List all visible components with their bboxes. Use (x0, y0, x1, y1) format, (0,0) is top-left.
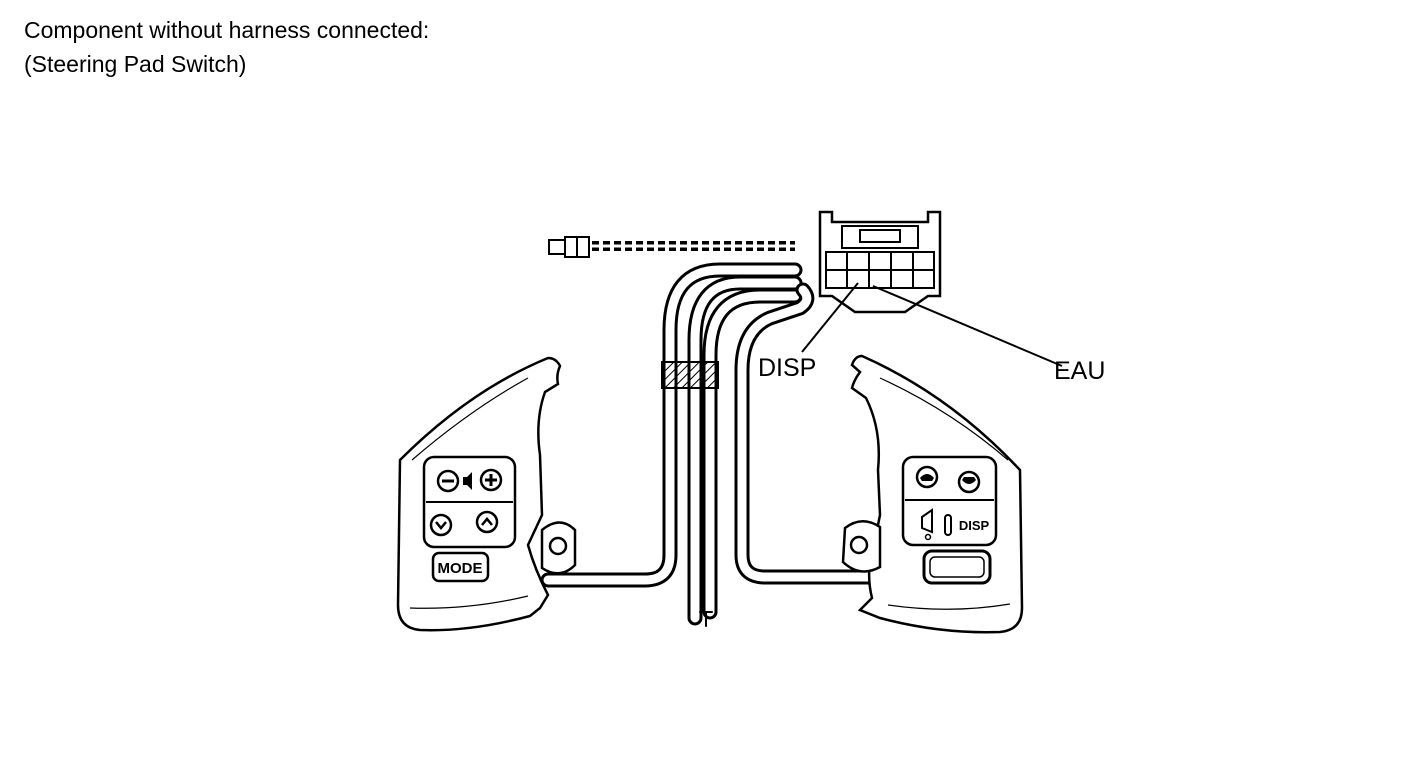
eau-callout-label: EAU (1054, 357, 1105, 385)
plus-icon[interactable] (479, 468, 503, 492)
diagram-heading: Component without harness connected: (24, 17, 430, 43)
right-steering-pad: DISP (841, 354, 1024, 634)
phone-on-icon[interactable] (915, 465, 939, 489)
chevron-down-icon[interactable] (429, 513, 453, 537)
diagram-subheading: (Steering Pad Switch) (24, 51, 247, 77)
wire-middle (702, 288, 803, 620)
left-pad-knob (548, 536, 568, 556)
antenna-cable (548, 236, 795, 258)
minus-icon[interactable] (436, 469, 460, 493)
phone-off-icon[interactable] (957, 470, 981, 494)
eau-leader-line (872, 285, 1063, 367)
disp-button-label[interactable]: DISP (959, 518, 990, 533)
connector (818, 210, 942, 314)
speaker-icon (463, 472, 472, 490)
wire-clamp (661, 361, 719, 389)
wire-ground (687, 275, 803, 626)
chevron-up-icon[interactable] (475, 510, 499, 534)
voice-icon[interactable] (921, 508, 933, 541)
right-pad-knob (849, 535, 869, 555)
wire-left-pad (540, 262, 803, 588)
disp-leader-line (801, 282, 859, 353)
left-steering-pad: MODE (396, 356, 577, 632)
mode-button-label: MODE (438, 560, 483, 577)
disp-callout-label: DISP (758, 354, 816, 382)
wire-right-pad (734, 282, 888, 585)
mode-button[interactable] (431, 551, 490, 583)
wire-harness (540, 262, 888, 627)
